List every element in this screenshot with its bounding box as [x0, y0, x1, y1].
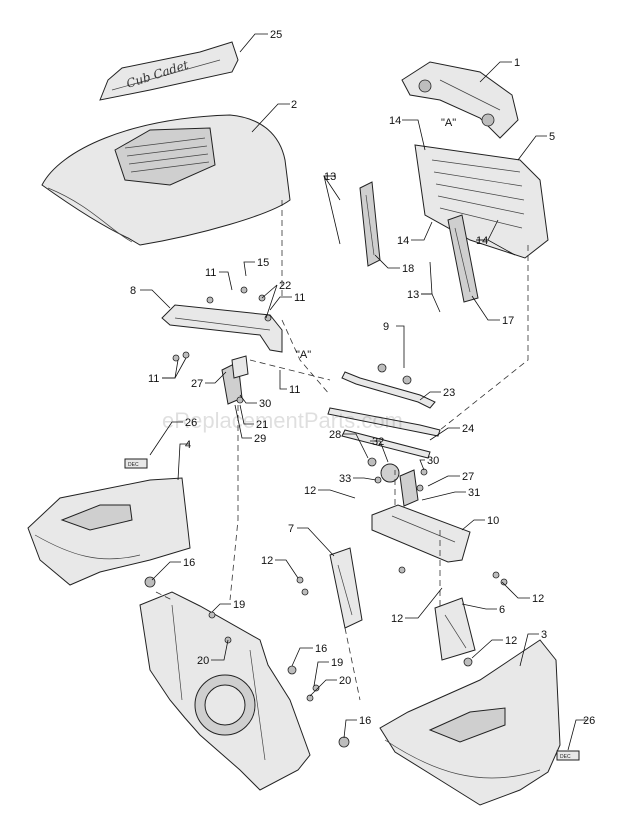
callout-15: 15 [257, 257, 269, 269]
callout-27-left: 27 [191, 378, 203, 390]
callout-17: 17 [502, 315, 514, 327]
callout-26-left: 26 [185, 417, 197, 429]
view-marker-mid: "A" [296, 349, 311, 361]
callout-24: 24 [462, 423, 474, 435]
latch-hardware [367, 457, 428, 507]
callout-10: 10 [487, 515, 499, 527]
latch-assembly [221, 355, 249, 405]
view-marker-top: "A" [441, 117, 456, 129]
callout-11-right: 11 [294, 292, 305, 304]
callout-labels: 25 2 1 5 14 13 14 14 13 18 17 11 15 22 1… [130, 29, 595, 727]
callout-16-top: 16 [183, 557, 195, 569]
callout-1: 1 [514, 57, 520, 69]
callout-20-right: 20 [339, 675, 351, 687]
callout-30-left: 30 [259, 398, 271, 410]
support-rod-assembly [327, 363, 441, 459]
hinge-bracket-part [161, 286, 283, 362]
callout-28: 28 [329, 429, 341, 441]
left-side-plate-part [296, 547, 363, 629]
callout-16-bottom: 16 [359, 715, 371, 727]
decal-tag-right: DEC [560, 754, 571, 760]
callout-12-a: 12 [304, 485, 316, 497]
callout-31: 31 [468, 487, 480, 499]
callout-26-right: 26 [583, 715, 595, 727]
callout-16-mid: 16 [315, 643, 327, 655]
hood-part [41, 114, 291, 246]
callout-32: 32 [372, 436, 384, 448]
callout-4: 4 [185, 439, 191, 451]
callout-12-e: 12 [505, 635, 517, 647]
callout-13-bottom: 13 [407, 289, 419, 301]
callout-14-mid: 14 [397, 235, 409, 247]
dash-frame-part [139, 591, 350, 791]
callout-9: 9 [383, 321, 389, 333]
callout-3: 3 [541, 629, 547, 641]
assembly-dashed-lines [155, 200, 529, 701]
callout-21: 21 [256, 419, 268, 431]
callout-20-left: 20 [197, 655, 209, 667]
callout-11-bottom: 11 [289, 384, 300, 396]
callout-19-bottom: 19 [331, 657, 343, 669]
callout-22: 22 [279, 280, 291, 292]
callout-12-d: 12 [391, 613, 403, 625]
leader-lines [140, 33, 587, 751]
callout-12-b: 12 [261, 555, 273, 567]
right-bracket-part [447, 214, 479, 303]
callout-23: 23 [443, 387, 455, 399]
callout-27-right: 27 [462, 471, 474, 483]
callout-7: 7 [288, 523, 294, 535]
grille-part [414, 144, 549, 259]
callout-29: 29 [254, 433, 266, 445]
callout-25: 25 [270, 29, 282, 41]
callout-5: 5 [549, 131, 555, 143]
callout-11-top: 11 [205, 267, 216, 279]
callout-12-c: 12 [532, 593, 544, 605]
callout-8: 8 [130, 285, 136, 297]
headlight-bracket-part [401, 61, 519, 139]
callout-19-top: 19 [233, 599, 245, 611]
callout-14-right: 14 [476, 235, 488, 247]
watermark-text: eReplacementParts.com [162, 408, 403, 433]
left-bracket-part [359, 181, 381, 267]
right-side-panel-part [379, 639, 580, 806]
right-side-plate-part [434, 597, 476, 667]
emblem-part: Cub Cadet [99, 41, 239, 101]
callout-33: 33 [339, 473, 351, 485]
callout-14-top: 14 [389, 115, 401, 127]
callout-18: 18 [402, 263, 414, 275]
decal-tag-left: DEC [128, 462, 139, 468]
callout-13-top: 13 [324, 171, 336, 183]
callout-11-left: 11 [148, 373, 159, 385]
left-side-panel-part [27, 458, 191, 588]
mount-plate-part [371, 504, 508, 586]
callout-30-right: 30 [427, 455, 439, 467]
callout-2: 2 [291, 99, 297, 111]
callout-6: 6 [499, 604, 505, 616]
